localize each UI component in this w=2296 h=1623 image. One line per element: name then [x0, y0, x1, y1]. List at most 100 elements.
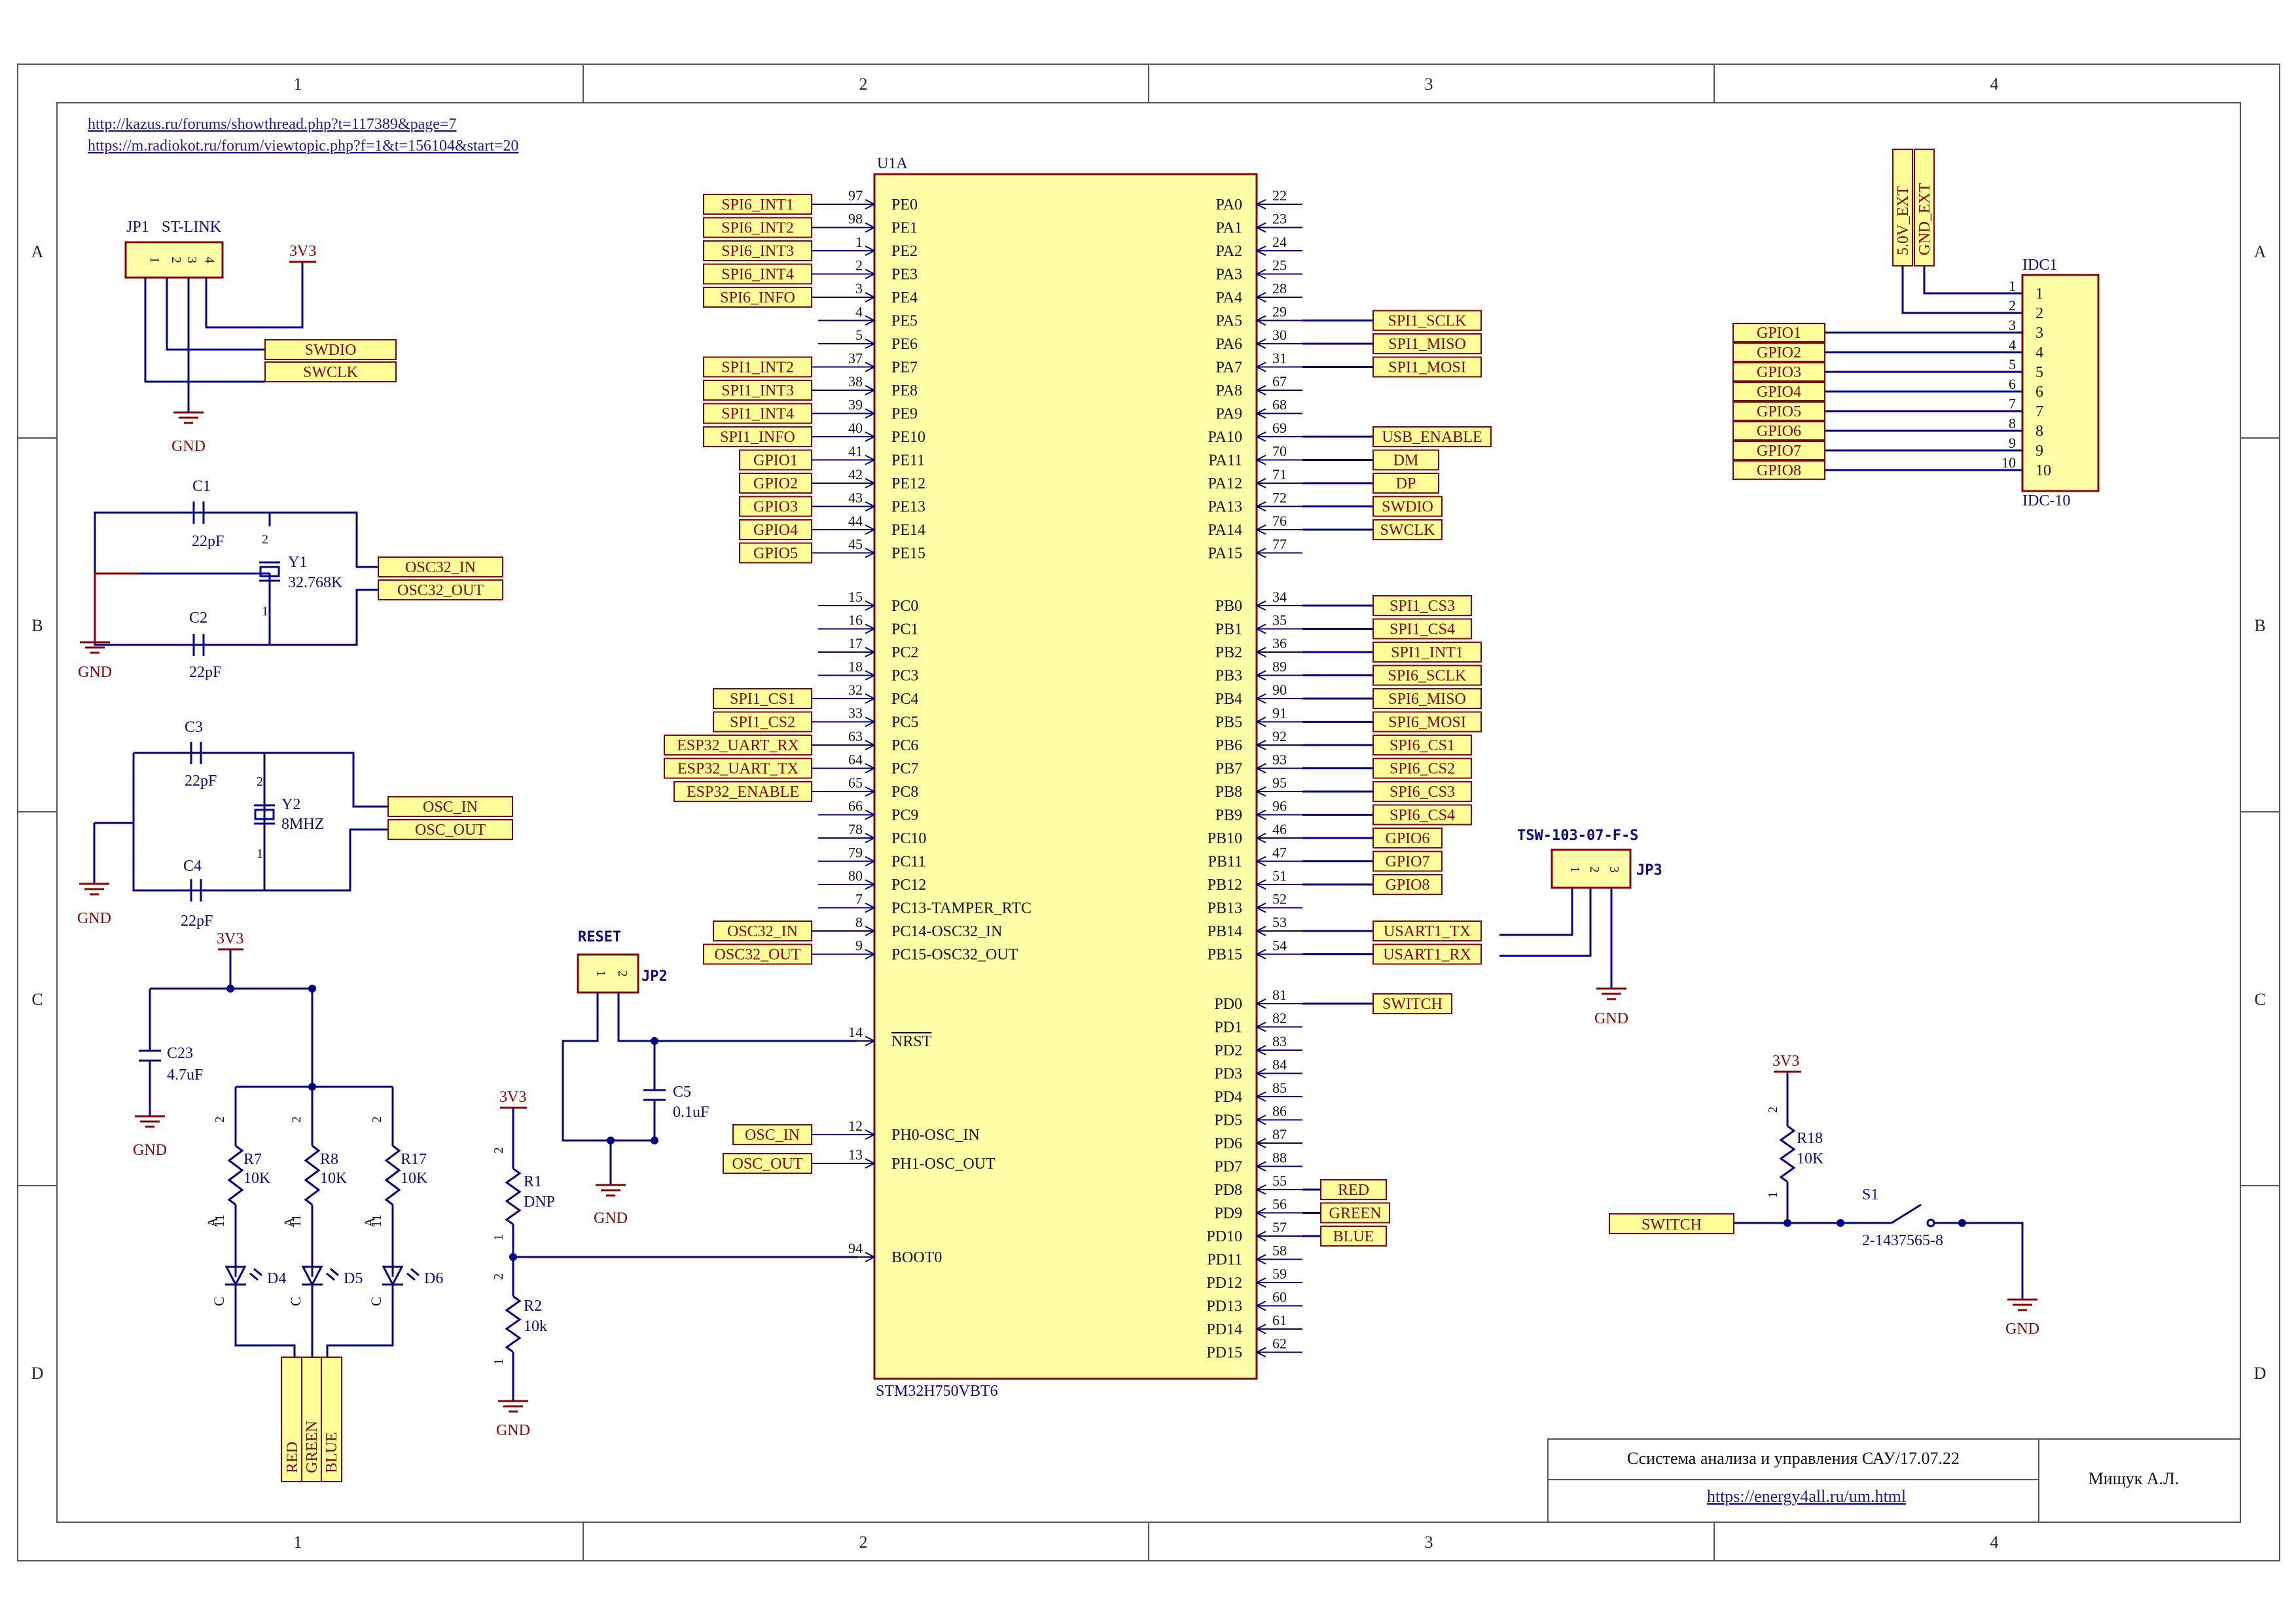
osc-circuit: C3 22pF C4 22pF Y2 8MHZ 2 1 OSC_INOSC_OU…	[77, 719, 513, 930]
mcu-pin-name: PC14-OSC32_IN	[891, 923, 1002, 940]
net-label-text: SPI6_INFO	[720, 289, 795, 306]
stlink-power-label: 3V3	[289, 243, 316, 260]
mcu-pin-number: 67	[1272, 373, 1287, 390]
frame-column-label: 4	[1990, 75, 1999, 94]
idc-pin-name: 1	[2036, 285, 2043, 302]
mcu-pin-name: PE8	[891, 382, 918, 399]
reference-link-1[interactable]: http://kazus.ru/forums/showthread.php?t=…	[88, 116, 456, 133]
mcu-pin-number: 55	[1272, 1173, 1287, 1189]
c23-ref: C23	[167, 1045, 193, 1062]
pin-number: 1	[289, 1214, 304, 1221]
stlink-pin-2: 2	[169, 257, 183, 263]
net-label-text: OSC32_IN	[405, 559, 476, 576]
led-connector-red: RED	[284, 1442, 301, 1473]
r1-value: DNP	[524, 1194, 555, 1211]
mcu-pin-name: PA10	[1208, 429, 1242, 446]
net-label	[1372, 595, 1472, 616]
mcu-pin-name: PC8	[891, 784, 918, 801]
net-label	[1732, 421, 1825, 441]
title-url[interactable]: https://energy4all.ru/um.html	[1707, 1487, 1906, 1506]
mcu-pin-number: 91	[1272, 705, 1287, 721]
mcu-pin-name: PA14	[1208, 522, 1242, 539]
net-label	[1372, 921, 1482, 941]
net-label-text: OSC32_OUT	[397, 582, 484, 599]
idc-pin-name: 10	[2036, 462, 2051, 479]
net-label	[703, 356, 812, 378]
svg-text:1: 1	[257, 847, 263, 861]
resistor-r18-icon	[1779, 1125, 1796, 1183]
reference-link-2[interactable]: https://m.radiokot.ru/forum/viewtopic.ph…	[88, 137, 519, 155]
frame-column-label: 4	[1990, 1533, 1999, 1552]
c5-value: 0.1uF	[673, 1104, 709, 1121]
idc-pin-number: 3	[2009, 317, 2016, 333]
mcu-pin-name: PB9	[1215, 807, 1242, 824]
net-label	[703, 263, 812, 285]
mcu-pin-number: 59	[1272, 1266, 1287, 1282]
resistor-r1-icon	[505, 1167, 522, 1226]
pin-number: 1	[213, 1214, 227, 1221]
junction-dot	[308, 1083, 316, 1091]
y1-value: 32.768K	[288, 574, 343, 591]
mcu-pin-name: PE0	[891, 196, 918, 213]
net-label	[1372, 496, 1443, 517]
frame-column-label: 1	[294, 1533, 302, 1552]
pin-label: A	[361, 1217, 378, 1228]
net-label	[703, 217, 812, 238]
mcu-pin-number: 87	[1272, 1126, 1287, 1142]
c1-ref: C1	[192, 478, 211, 495]
svg-text:3: 3	[1607, 866, 1621, 873]
uart-header-part: TSW-103-07-F-S	[1517, 828, 1638, 844]
y2-ref: Y2	[281, 796, 300, 813]
net-label	[1372, 781, 1472, 802]
net-label-text: SPI1_INT1	[1391, 644, 1463, 661]
stlink-gnd-label: GND	[171, 438, 206, 455]
mcu-pin-number: 25	[1272, 257, 1287, 274]
pin-label: C	[287, 1296, 304, 1306]
mcu-pin-name: PE13	[891, 499, 925, 516]
mcu-pin-name: PB0	[1215, 598, 1242, 615]
idc-pin-name: 3	[2036, 325, 2043, 342]
frame-column-label: 2	[859, 75, 868, 94]
mcu-pin-number: 52	[1272, 891, 1287, 907]
mcu-pin-name: PC2	[891, 644, 918, 661]
net-label	[1372, 735, 1472, 756]
mcu-pin-number: 82	[1272, 1010, 1287, 1027]
resistor-value: 10K	[243, 1170, 271, 1187]
mcu-pin-name: PD6	[1214, 1135, 1242, 1152]
net-label	[703, 403, 812, 424]
cap-c1-icon	[192, 501, 205, 524]
net-label	[1372, 356, 1482, 378]
s1-part: 2-1437565-8	[1862, 1232, 1943, 1249]
net-label-text: GPIO8	[1385, 877, 1429, 894]
net-label-text: GPIO2	[1757, 344, 1801, 361]
net-label	[1372, 943, 1482, 965]
net-label	[1320, 1202, 1390, 1224]
title-block: Ссистема анализа и управления САУ/17.07.…	[1547, 1438, 2241, 1523]
net-label	[1372, 757, 1472, 779]
mcu-pin-number: 63	[848, 728, 863, 744]
y1-ref: Y1	[288, 554, 307, 571]
mcu-pin-number: 76	[1272, 513, 1287, 529]
mcu-pin-name: PA7	[1216, 359, 1242, 376]
net-label	[703, 287, 812, 308]
mcu-pin-name: PC7	[891, 761, 918, 778]
mcu-pin-number: 34	[1272, 589, 1287, 605]
mcu-pin-number: 8	[855, 914, 863, 930]
net-label-text: SWDIO	[1382, 499, 1433, 516]
